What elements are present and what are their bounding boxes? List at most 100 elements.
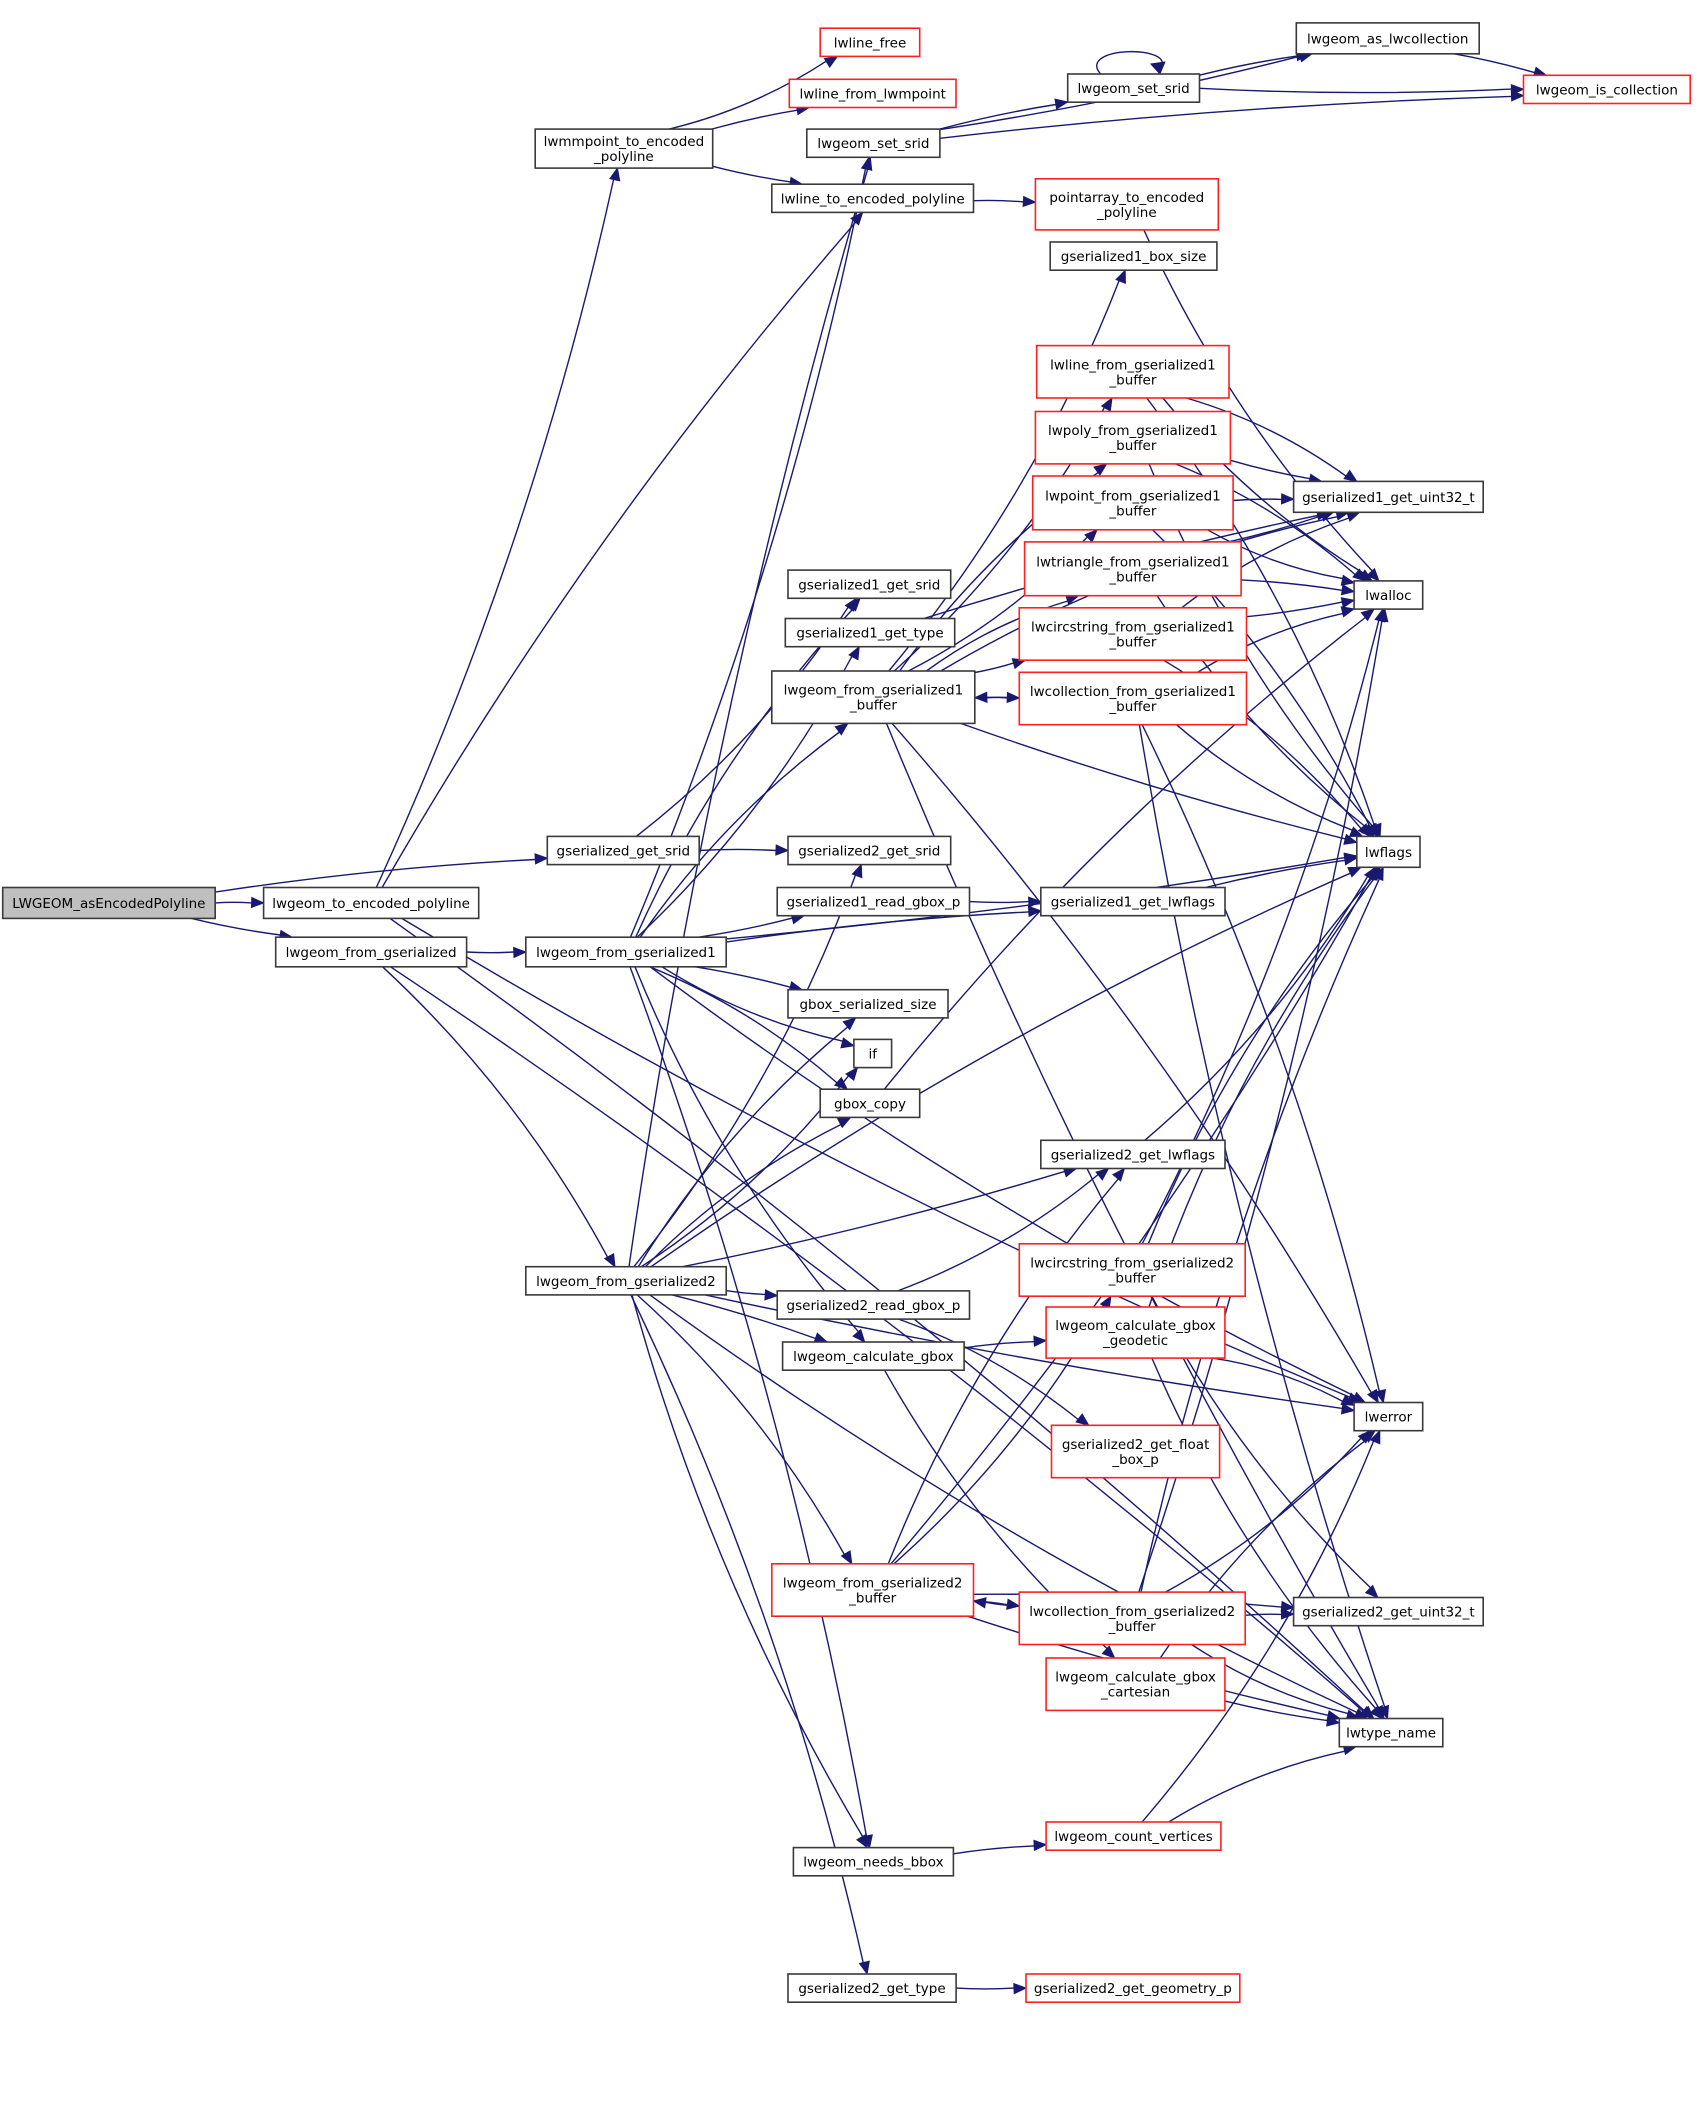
edge-path: [629, 168, 867, 938]
arrowhead: [1033, 1335, 1048, 1347]
node-lwflags[interactable]: lwflags: [1356, 835, 1421, 869]
node-box: [770, 1563, 975, 1618]
node-lwtype-name[interactable]: lwtype_name: [1338, 1717, 1444, 1748]
edge-path: [650, 872, 1351, 1268]
node-line-g1[interactable]: lwline_from_gserialized1_buffer: [1035, 344, 1230, 399]
node-gser-get-srid[interactable]: gserialized_get_srid: [546, 835, 700, 866]
node-ptarr-to-enc[interactable]: pointarray_to_encoded_polyline: [1034, 178, 1220, 231]
node-from-gser[interactable]: lwgeom_from_gserialized: [274, 936, 468, 968]
node-box: [1023, 541, 1242, 597]
edge-path: [375, 179, 615, 888]
node-g1-read-gbox[interactable]: gserialized1_read_gbox_p: [776, 886, 971, 917]
node-mmpoint[interactable]: lwmmpoint_to_encoded_polyline: [534, 128, 714, 169]
node-from-g2[interactable]: lwgeom_from_gserialized2: [524, 1265, 727, 1296]
arrowhead: [1343, 469, 1358, 483]
node-as-lwcoll[interactable]: lwgeom_as_lwcollection: [1295, 22, 1481, 55]
arrowhead: [855, 1833, 868, 1849]
node-label: lwgeom_count_vertices: [1054, 1829, 1212, 1845]
node-g2-get-srid[interactable]: gserialized2_get_srid: [787, 835, 952, 866]
node-label: lwmmpoint_to_encoded: [544, 134, 705, 150]
edge-n_as_lwcoll-to-n_is_coll: [1453, 53, 1548, 78]
node-from-g2-buf[interactable]: lwgeom_from_gserialized2_buffer: [770, 1563, 975, 1618]
node-label: lwline_free: [834, 35, 907, 51]
node-circ-g2[interactable]: lwcircstring_from_gserialized2_buffer: [1018, 1243, 1246, 1298]
node-calc-geodetic[interactable]: lwgeom_calculate_gbox_geodetic: [1045, 1306, 1226, 1359]
arrowhead: [775, 844, 790, 856]
node-needs-bbox[interactable]: lwgeom_needs_bbox: [792, 1846, 955, 1877]
edge-path: [633, 874, 857, 1268]
node-box: [770, 670, 976, 725]
node-g1-get-srid[interactable]: gserialized1_get_srid: [787, 569, 952, 600]
node-count-vert[interactable]: lwgeom_count_vertices: [1045, 1821, 1222, 1852]
node-box: [1356, 835, 1421, 869]
arrowhead: [834, 722, 849, 736]
node-box: [1018, 606, 1248, 661]
node-line-from-mpoint[interactable]: lwline_from_lwmpoint: [788, 78, 957, 109]
node-circ-g1[interactable]: lwcircstring_from_gserialized1_buffer: [1018, 606, 1248, 661]
node-lwalloc[interactable]: lwalloc: [1353, 580, 1424, 610]
node-gbox-copy[interactable]: gbox_copy: [819, 1088, 921, 1119]
node-box: [805, 128, 941, 159]
arrowhead: [1378, 1704, 1390, 1720]
node-label: lwgeom_calculate_gbox: [1055, 1318, 1216, 1334]
arrowhead: [1374, 1389, 1387, 1404]
node-set-srid-b[interactable]: lwgeom_set_srid: [1066, 73, 1201, 104]
arrowhead: [1364, 1584, 1379, 1599]
node-poly-g1[interactable]: lwpoly_from_gserialized1_buffer: [1034, 410, 1232, 465]
node-g1-get-type[interactable]: gserialized1_get_type: [784, 617, 956, 648]
node-g1-uint32[interactable]: gserialized1_get_uint32_t: [1292, 480, 1484, 514]
arrowhead: [833, 1076, 849, 1091]
edge-n_root-to-n_gser_get_srid: [214, 853, 549, 893]
node-root[interactable]: LWGEOM_asEncodedPolyline: [1, 886, 217, 920]
arrowhead: [1006, 1598, 1021, 1610]
node-calc-gbox[interactable]: lwgeom_calculate_gbox: [781, 1341, 965, 1372]
node-label: gserialized1_box_size: [1061, 249, 1207, 265]
edge-n_from_g2-to-n_from_g2_buf: [636, 1294, 853, 1565]
node-set-srid-a[interactable]: lwgeom_set_srid: [805, 128, 941, 159]
edge-path: [1241, 579, 1343, 591]
node-box: [787, 835, 952, 866]
edge-path: [637, 1026, 849, 1268]
node-box: [1353, 580, 1424, 610]
node-g2-lwflags[interactable]: gserialized2_get_lwflags: [1040, 1139, 1226, 1170]
edge-path: [644, 1123, 842, 1268]
edge-n_from_g1-to-n_gbox_ser_size: [694, 966, 804, 993]
node-coll-g2[interactable]: lwcollection_from_gserialized2_buffer: [1018, 1591, 1246, 1646]
node-from-g1-buf[interactable]: lwgeom_from_gserialized1_buffer: [770, 670, 976, 725]
node-is-coll[interactable]: lwgeom_is_collection: [1522, 74, 1691, 105]
node-calc-cart[interactable]: lwgeom_calculate_gbox_cartesian: [1045, 1657, 1226, 1712]
node-lwerror[interactable]: lwerror: [1353, 1401, 1424, 1432]
edge-n_from_g1_buf-to-n_lwflags: [960, 722, 1359, 845]
arrowhead: [1357, 823, 1372, 838]
edge-n_point_g1-to-n_lwalloc: [1207, 529, 1356, 586]
node-box: [784, 617, 956, 648]
node-gbox-ser-size[interactable]: gbox_serialized_size: [787, 988, 949, 1019]
arrowhead: [1340, 583, 1356, 596]
arrowhead: [1340, 1403, 1356, 1415]
node-tri-g1[interactable]: lwtriangle_from_gserialized1_buffer: [1023, 541, 1242, 597]
edge-path: [661, 966, 843, 1042]
node-g2-float-box[interactable]: gserialized2_get_float_box_p: [1050, 1424, 1221, 1479]
arrowhead: [1510, 83, 1525, 96]
edge-path: [897, 1173, 1099, 1292]
edge-n_from_g2-to-n_needs_bbox: [631, 1294, 868, 1849]
node-label: lwline_from_lwmpoint: [799, 87, 945, 103]
node-g1-box-size[interactable]: gserialized1_box_size: [1049, 241, 1218, 272]
node-g2-uint32[interactable]: gserialized2_get_uint32_t: [1292, 1596, 1484, 1627]
node-g1-lwflags[interactable]: gserialized1_get_lwflags: [1040, 886, 1226, 917]
node-coll-g1[interactable]: lwcollection_from_gserialized1_buffer: [1018, 671, 1248, 726]
node-point-g1[interactable]: lwpoint_from_gserialized1_buffer: [1031, 475, 1234, 531]
node-line-to-enc[interactable]: lwline_to_encoded_polyline: [770, 183, 975, 214]
arrowhead: [858, 1960, 870, 1976]
node-g2-geom-p[interactable]: gserialized2_get_geometry_p: [1025, 1973, 1241, 2004]
node-g2-get-type[interactable]: gserialized2_get_type: [787, 1973, 957, 2004]
node-line-free[interactable]: lwline_free: [819, 27, 921, 58]
node-g2-read-gbox[interactable]: gserialized2_read_gbox_p: [776, 1290, 971, 1320]
edge-path: [1140, 878, 1381, 1593]
node-to-enc[interactable]: lwgeom_to_encoded_polyline: [262, 886, 480, 920]
node-label: lwgeom_from_gserialized1: [784, 683, 964, 699]
node-if[interactable]: if: [853, 1038, 893, 1069]
edge-path: [939, 95, 1512, 139]
node-label: lwerror: [1365, 1410, 1413, 1426]
node-from-g1[interactable]: lwgeom_from_gserialized1: [524, 936, 727, 968]
